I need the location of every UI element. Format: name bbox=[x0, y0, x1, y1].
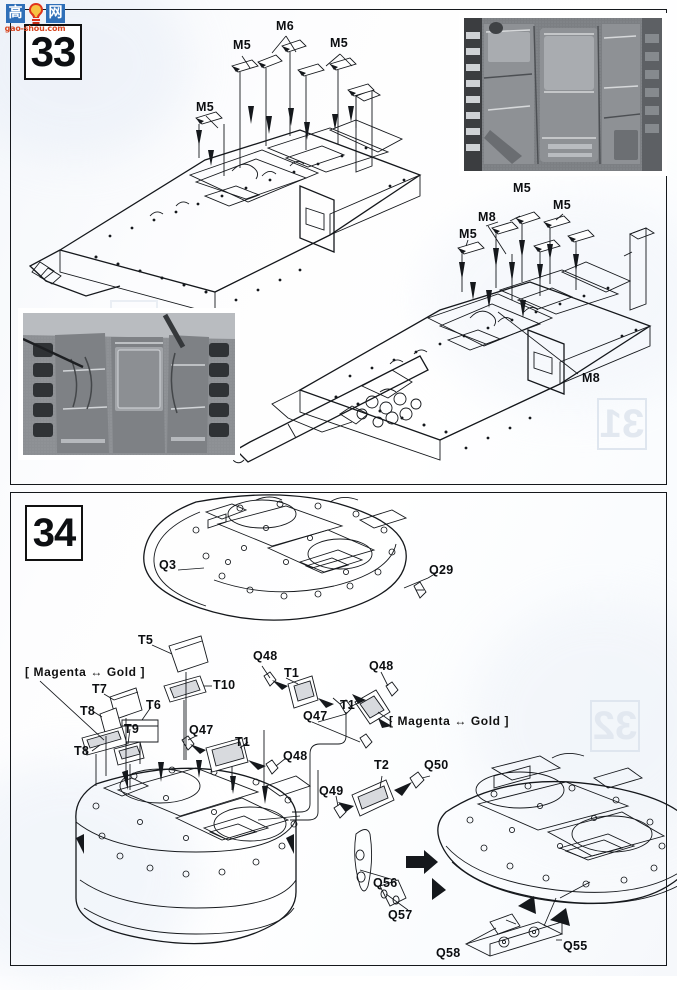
part-label-t8: T8 bbox=[74, 744, 90, 758]
part-label-t6: T6 bbox=[146, 698, 162, 712]
part-label-t1: T1 bbox=[284, 666, 300, 680]
part-label-q58: Q58 bbox=[436, 946, 461, 960]
part-label-m5: M5 bbox=[513, 181, 531, 195]
site-watermark: 高 网 gao-shou.com bbox=[2, 2, 68, 44]
watermark-domain: gao-shou.com bbox=[4, 24, 66, 33]
part-label-q50: Q50 bbox=[424, 758, 449, 772]
part-label-t2: T2 bbox=[374, 758, 390, 772]
part-label-m6: M6 bbox=[276, 19, 294, 33]
part-label-t8: T8 bbox=[80, 704, 96, 718]
watermark-logo-icon bbox=[29, 3, 43, 24]
part-label-m8: M8 bbox=[582, 371, 600, 385]
watermark-char-right: 网 bbox=[46, 4, 65, 23]
part-label-q48: Q48 bbox=[369, 659, 394, 673]
instruction-panel-34 bbox=[10, 492, 667, 966]
part-label-m5: M5 bbox=[330, 36, 348, 50]
part-label-q49: Q49 bbox=[319, 784, 344, 798]
watermark-char-left: 高 bbox=[6, 4, 25, 23]
part-label-q47: Q47 bbox=[303, 709, 328, 723]
part-label-t9: T9 bbox=[124, 722, 140, 736]
color-note-left: [ Magenta ↔ Gold ] bbox=[25, 665, 146, 679]
part-label-t10: T10 bbox=[213, 678, 236, 692]
part-label-t5: T5 bbox=[138, 633, 154, 647]
part-label-q47: Q47 bbox=[189, 723, 214, 737]
part-label-q55: Q55 bbox=[563, 939, 588, 953]
part-label-q48: Q48 bbox=[283, 749, 308, 763]
part-label-q3: Q3 bbox=[159, 558, 177, 572]
reference-photo-hull-top bbox=[18, 308, 240, 460]
part-label-m5: M5 bbox=[459, 227, 477, 241]
step-number-34: 34 bbox=[25, 505, 83, 561]
part-label-t1: T1 bbox=[235, 735, 251, 749]
part-label-m5: M5 bbox=[233, 38, 251, 52]
part-label-q29: Q29 bbox=[429, 563, 454, 577]
color-note-right: [ Magenta ↔ Gold ] bbox=[389, 714, 510, 728]
part-label-m5: M5 bbox=[196, 100, 214, 114]
part-label-q56: Q56 bbox=[373, 876, 398, 890]
part-label-m5: M5 bbox=[553, 198, 571, 212]
part-label-t1: T1 bbox=[340, 698, 356, 712]
part-label-q48: Q48 bbox=[253, 649, 278, 663]
part-label-q57: Q57 bbox=[388, 908, 413, 922]
reference-photo-hull-rear bbox=[459, 13, 667, 176]
step-number-33: 33 bbox=[24, 24, 82, 80]
part-label-t7: T7 bbox=[92, 682, 108, 696]
instruction-panel-33 bbox=[10, 9, 667, 485]
part-label-m8: M8 bbox=[478, 210, 496, 224]
